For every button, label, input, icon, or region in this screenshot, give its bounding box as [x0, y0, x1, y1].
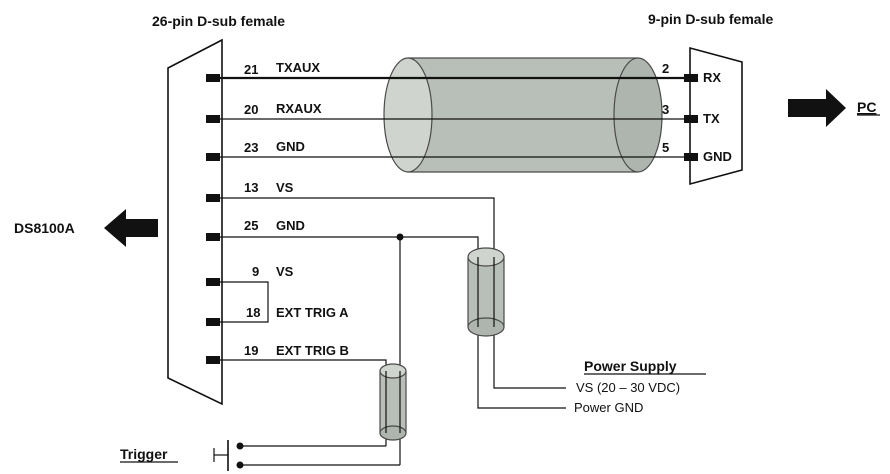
pc-label: PC: [857, 99, 876, 115]
trigger-switch-icon: [213, 440, 400, 471]
wire-vs-jumper-ext-trig-a: [220, 281, 269, 323]
db9-connector-shell: [689, 46, 743, 186]
pin-19-contact: [206, 356, 220, 364]
pin-number-13: 13: [244, 180, 258, 195]
ds8100a-arrow-icon: [104, 209, 158, 247]
power-supply-title: Power Supply: [584, 358, 677, 374]
pin-label-txaux: TXAUX: [276, 60, 320, 75]
pin-3-contact: [684, 115, 698, 123]
power-supply-gnd-label: Power GND: [574, 400, 643, 415]
pin-label-ext-trig-b: EXT TRIG B: [276, 343, 349, 358]
pin-label-rx: RX: [703, 70, 721, 85]
pin-label-vs-9: VS: [276, 264, 294, 279]
right-connector-title: 9-pin D-sub female: [648, 11, 773, 27]
pin-number-5: 5: [662, 140, 669, 155]
pin-label-vs-13: VS: [276, 180, 294, 195]
pin-2-contact: [684, 74, 698, 82]
pc-arrow-icon: [788, 89, 846, 127]
pin-13-contact: [206, 194, 220, 202]
wire-ext-trig-b-to-trigger: [220, 359, 387, 446]
data-cable-shield: [383, 57, 663, 173]
pin-label-gnd-25: GND: [276, 218, 305, 233]
pin-23-contact: [206, 153, 220, 161]
power-cable-shield: [467, 247, 505, 337]
pin-number-20: 20: [244, 102, 258, 117]
pin-label-gnd-5: GND: [703, 149, 732, 164]
power-supply-vs-label: VS (20 – 30 VDC): [576, 380, 680, 395]
pin-label-tx: TX: [703, 111, 720, 126]
pin-20-contact: [206, 115, 220, 123]
pin-label-ext-trig-a: EXT TRIG A: [276, 305, 349, 320]
pin-9-contact: [206, 278, 220, 286]
pin-label-rxaux: RXAUX: [276, 101, 322, 116]
pin-5-contact: [684, 153, 698, 161]
pin-18-contact: [206, 318, 220, 326]
trigger-cable-shield: [379, 363, 407, 441]
trigger-label: Trigger: [120, 446, 168, 462]
pin-number-2: 2: [662, 61, 669, 76]
pin-number-9: 9: [252, 264, 259, 279]
pin-number-18: 18: [246, 305, 260, 320]
pin-number-19: 19: [244, 343, 258, 358]
pin-25-contact: [206, 233, 220, 241]
pin-number-3: 3: [662, 102, 669, 117]
pin-number-25: 25: [244, 218, 258, 233]
pin-number-21: 21: [244, 62, 258, 77]
pin-number-23: 23: [244, 140, 258, 155]
ds8100a-label: DS8100A: [14, 220, 75, 236]
left-connector-title: 26-pin D-sub female: [152, 13, 285, 29]
pin-21-contact: [206, 74, 220, 82]
pin-label-gnd-23: GND: [276, 139, 305, 154]
db26-connector-shell: [167, 38, 223, 406]
